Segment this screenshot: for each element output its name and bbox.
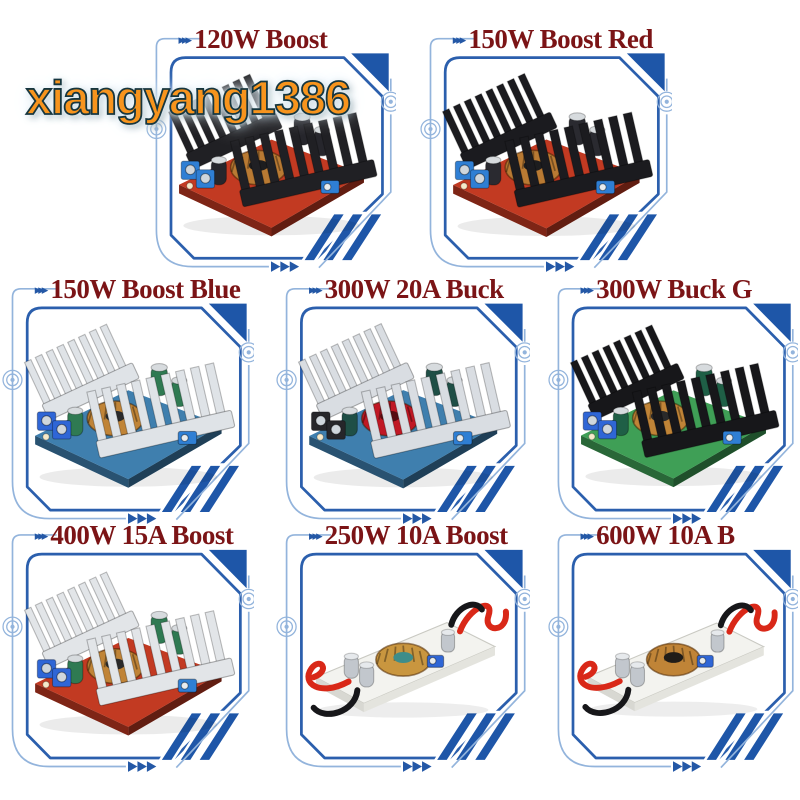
product-photo [20, 561, 237, 754]
product-label-text: 300W Buck G [596, 273, 753, 304]
product-label-text: 150W Boost Red [468, 23, 653, 54]
product-photo [20, 314, 237, 506]
product-photo [294, 561, 512, 754]
arrow-chevrons-icon: ▸▸▸ [309, 528, 322, 544]
arrow-chevrons-icon: ▸▸▸ [452, 32, 466, 48]
product-card[interactable]: ▸▸▸ 150W Boost Red [420, 24, 672, 274]
product-card[interactable]: ▸▸▸ 150W Boost Blue [2, 274, 254, 526]
arrow-chevrons-icon: ▸▸▸ [34, 282, 48, 298]
product-card[interactable]: ▸▸▸ 400W 15A Boost [2, 520, 254, 774]
product-photo [566, 561, 781, 754]
product-label-text: 120W Boost [194, 23, 328, 54]
product-label: ▸▸▸ 300W Buck G [548, 274, 798, 304]
product-label-text: 400W 15A Boost [50, 519, 234, 550]
arrow-chevrons-icon: ▸▸▸ [580, 282, 594, 298]
product-label-text: 250W 10A Boost [324, 519, 509, 550]
product-card[interactable]: ▸▸▸ 120W Boost [146, 24, 396, 274]
product-photo [294, 314, 512, 506]
product-card[interactable]: ▸▸▸ 250W 10A Boost [276, 520, 530, 774]
product-label: ▸▸▸ 600W 10A B [548, 520, 798, 550]
product-label: ▸▸▸ 400W 15A Boost [2, 520, 254, 550]
product-label-text: 150W Boost Blue [50, 273, 241, 304]
product-card[interactable]: ▸▸▸ 300W 20A Buck [276, 274, 530, 526]
product-label: ▸▸▸ 120W Boost [146, 24, 396, 54]
product-label: ▸▸▸ 150W Boost Blue [2, 274, 254, 304]
product-photo [566, 314, 781, 506]
product-label: ▸▸▸ 250W 10A Boost [276, 520, 530, 550]
product-card[interactable]: ▸▸▸ 300W Buck G [548, 274, 798, 526]
arrow-chevrons-icon: ▸▸▸ [178, 32, 192, 48]
product-card[interactable]: ▸▸▸ 600W 10A B [548, 520, 798, 774]
arrow-chevrons-icon: ▸▸▸ [309, 282, 322, 298]
arrow-chevrons-icon: ▸▸▸ [580, 528, 594, 544]
product-label: ▸▸▸ 300W 20A Buck [276, 274, 530, 304]
product-label-text: 300W 20A Buck [324, 273, 505, 304]
seller-watermark: xiangyang1386 [25, 70, 352, 125]
product-photo [438, 64, 655, 254]
product-label: ▸▸▸ 150W Boost Red [420, 24, 672, 54]
arrow-chevrons-icon: ▸▸▸ [34, 528, 48, 544]
product-label-text: 600W 10A B [596, 519, 735, 550]
